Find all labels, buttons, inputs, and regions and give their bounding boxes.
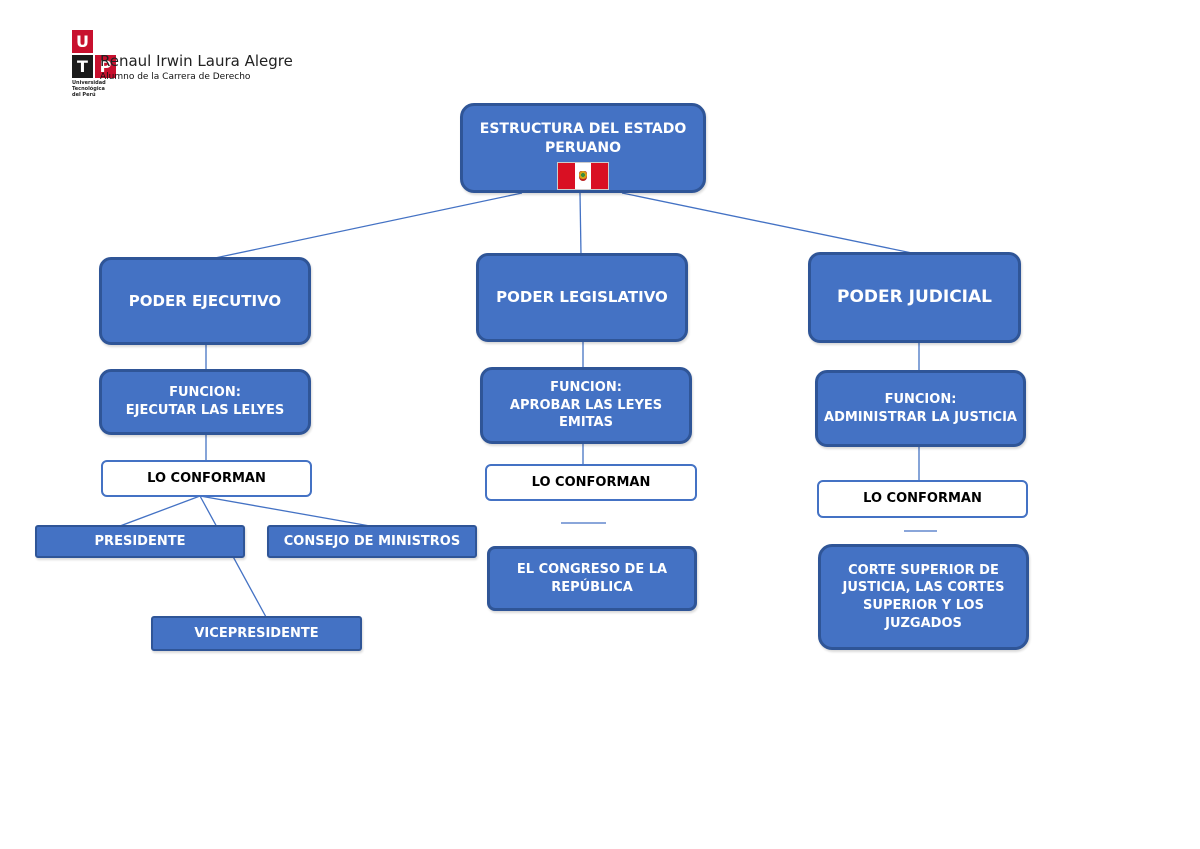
conforman-label: LO CONFORMAN — [863, 491, 982, 507]
logo-caption-line: Tecnológica — [72, 86, 105, 92]
vicepresidente-label: VICEPRESIDENTE — [194, 625, 319, 641]
connector-root-legislativo — [579, 192, 582, 256]
funcion-line: FUNCION: — [169, 385, 241, 401]
logo-caption: Universidad Tecnológica del Perú — [72, 80, 122, 98]
poder-judicial-node: PODER JUDICIAL — [808, 252, 1021, 343]
ejecutivo-funcion-node: FUNCION: EJECUTAR LAS LELYES — [99, 369, 311, 435]
ejecutivo-conforman-node: LO CONFORMAN — [101, 460, 312, 497]
root-title-line: ESTRUCTURA DEL ESTADO — [479, 121, 687, 137]
congreso-line: REPÚBLICA — [551, 579, 633, 595]
presidente-label: PRESIDENTE — [94, 533, 186, 549]
legislativo-funcion-node: FUNCION: APROBAR LAS LEYES EMITAS — [480, 367, 692, 444]
connector-root-ejecutivo — [214, 192, 523, 259]
corte-line: JUSTICIA, LAS CORTES — [842, 580, 1005, 596]
root-title-line: PERUANO — [545, 139, 621, 156]
legislativo-conforman-node: LO CONFORMAN — [485, 464, 697, 501]
peru-flag-icon — [557, 161, 609, 190]
author-name: Renaul Irwin Laura Alegre — [100, 52, 293, 70]
conforman-label: LO CONFORMAN — [147, 470, 266, 486]
funcion-line: APROBAR LAS LEYES — [509, 397, 663, 413]
logo-caption-line: Universidad — [72, 80, 106, 86]
funcion-line: EJECUTAR LAS LELYES — [125, 403, 285, 418]
funcion-line: EMITAS — [559, 415, 613, 431]
funcion-line: FUNCION: — [550, 380, 622, 396]
coat-of-arms-icon — [579, 170, 587, 181]
poder-ejecutivo-node: PODER EJECUTIVO — [99, 257, 311, 345]
consejo-ministros-label: CONSEJO DE MINISTROS — [283, 533, 461, 549]
logo-letter-u: U — [72, 30, 93, 53]
corte-line: SUPERIOR Y LOS — [863, 598, 984, 613]
funcion-line: ADMINISTRAR LA JUSTICIA — [824, 409, 1017, 425]
author-role: Alumno de la Carrera de Derecho — [100, 72, 251, 82]
poder-legislativo-title: PODER LEGISLATIVO — [496, 288, 668, 307]
poder-ejecutivo-title: PODER EJECUTIVO — [128, 291, 282, 310]
connector-conforman-ministros — [199, 495, 371, 527]
judicial-conforman-node: LO CONFORMAN — [817, 480, 1028, 518]
vicepresidente-node: VICEPRESIDENTE — [151, 616, 362, 651]
corte-line: CORTE SUPERIOR DE — [848, 562, 999, 578]
congreso-line: EL CONGRESO DE LA — [516, 561, 668, 577]
poder-legislativo-node: PODER LEGISLATIVO — [476, 253, 688, 342]
presidente-node: PRESIDENTE — [35, 525, 245, 558]
corte-line: JUZGADOS — [885, 615, 962, 631]
corte-superior-node: CORTE SUPERIOR DE JUSTICIA, LAS CORTES S… — [818, 544, 1029, 650]
poder-judicial-title: PODER JUDICIAL — [836, 287, 992, 308]
logo-letter-p: P — [95, 55, 116, 78]
utp-logo: U T P Universidad Tecnológica del Perú — [72, 30, 126, 98]
consejo-ministros-node: CONSEJO DE MINISTROS — [267, 525, 477, 558]
connector-root-judicial — [621, 192, 913, 254]
judicial-funcion-node: FUNCION: ADMINISTRAR LA JUSTICIA — [815, 370, 1026, 447]
conforman-label: LO CONFORMAN — [531, 474, 651, 490]
funcion-line: FUNCION: — [884, 391, 957, 407]
connector-conforman-presidente — [119, 495, 201, 527]
congreso-node: EL CONGRESO DE LA REPÚBLICA — [487, 546, 697, 611]
logo-caption-line: del Perú — [72, 92, 96, 98]
root-node: ESTRUCTURA DEL ESTADO PERUANO — [460, 103, 706, 193]
logo-letter-t: T — [72, 55, 93, 78]
